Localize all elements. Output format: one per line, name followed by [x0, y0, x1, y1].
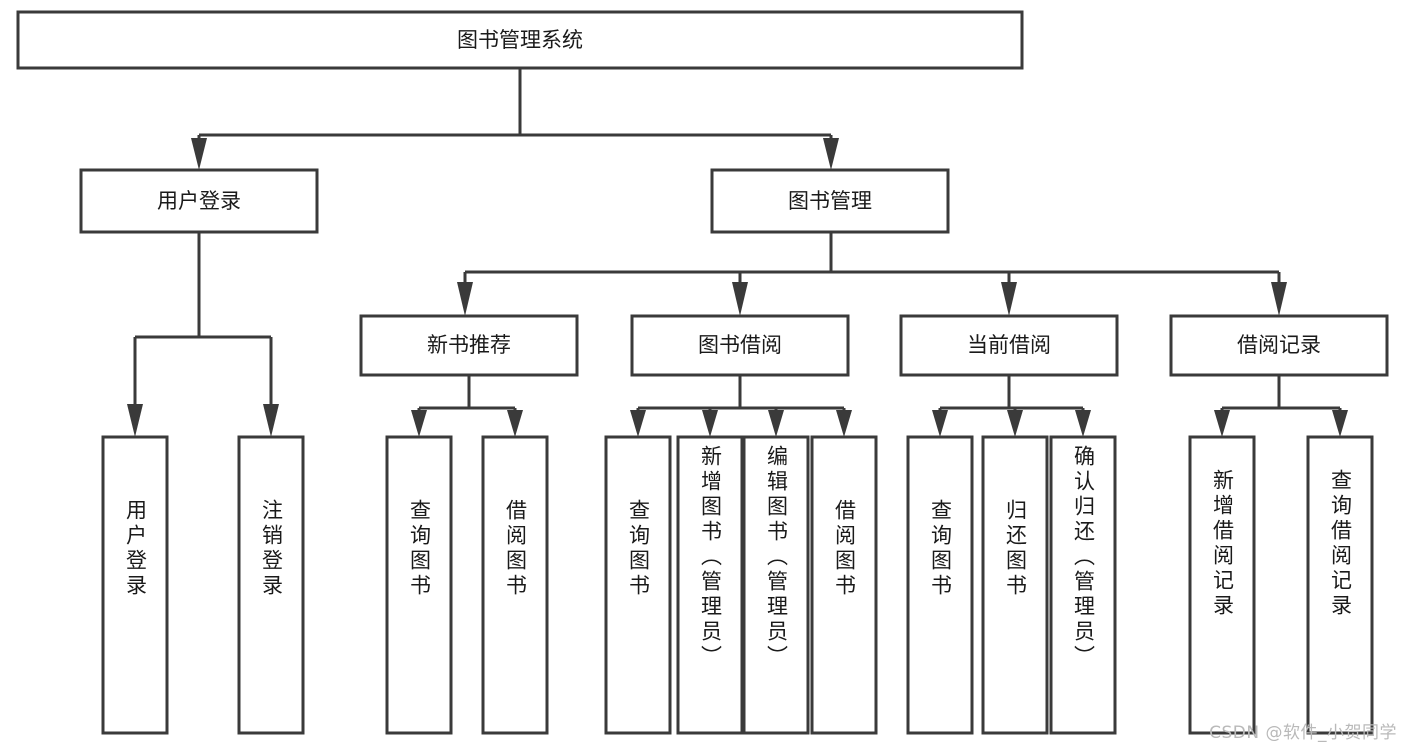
leaf-node-boxes	[101, 435, 1374, 735]
leaf-box-user-login[interactable]	[101, 435, 169, 735]
node-current-borrow-box[interactable]	[899, 314, 1119, 377]
leaf-box-bb-borrow-book[interactable]	[810, 435, 878, 735]
arrow-head-bb-edit-book	[768, 410, 784, 437]
node-borrow-record-label: 借阅记录	[1237, 333, 1321, 357]
connector-group-user-login	[127, 232, 279, 437]
node-user-login-box[interactable]	[79, 168, 319, 234]
connector-group-borrow-record	[1214, 375, 1348, 437]
arrow-head-current-borrow	[1001, 282, 1017, 316]
leaf-box-br-add-record[interactable]	[1188, 435, 1256, 735]
node-user-login-label: 用户登录	[157, 189, 241, 213]
node-book-borrow-label: 图书借阅	[698, 333, 782, 357]
node-root-system-label: 图书管理系统	[457, 28, 583, 52]
node-book-borrow[interactable]: 图书借阅	[630, 314, 850, 377]
connector-group-new-book-recommend	[411, 375, 523, 437]
leaf-box-logout[interactable]	[237, 435, 305, 735]
csdn-watermark: CSDN @软件_小贺同学	[1209, 723, 1397, 743]
arrow-head-br-add-record	[1214, 410, 1230, 437]
node-borrow-record-box[interactable]	[1169, 314, 1389, 377]
arrow-head-user-login	[191, 138, 207, 170]
connector-group-book-borrow	[630, 375, 852, 437]
node-book-borrow-box[interactable]	[630, 314, 850, 377]
node-current-borrow[interactable]: 当前借阅	[899, 314, 1119, 377]
arrow-head-new-book-recommend	[457, 282, 473, 316]
arrow-head-br-query-record	[1332, 410, 1348, 437]
connector-group-current-borrow	[932, 375, 1091, 437]
node-root-system[interactable]: 图书管理系统	[16, 10, 1024, 70]
leaf-box-bb-query-book[interactable]	[604, 435, 672, 735]
leaf-box-cb-query-book[interactable]	[906, 435, 974, 735]
leaf-box-bb-add-book[interactable]	[676, 435, 744, 735]
arrow-head-bb-borrow-book	[836, 410, 852, 437]
arrow-head-leaf-logout	[263, 404, 279, 437]
arrow-head-cb-query-book	[932, 410, 948, 437]
arrow-head-bb-add-book	[702, 410, 718, 437]
node-new-book-recommend[interactable]: 新书推荐	[359, 314, 579, 377]
arrow-head-nbr-query-book	[411, 410, 427, 437]
arrow-head-leaf-user-login	[127, 404, 143, 437]
node-root-system-box[interactable]	[16, 10, 1024, 70]
arrow-head-book-borrow	[732, 282, 748, 316]
node-new-book-recommend-box[interactable]	[359, 314, 579, 377]
node-borrow-record[interactable]: 借阅记录	[1169, 314, 1389, 377]
leaf-box-nbr-borrow-book[interactable]	[481, 435, 549, 735]
node-new-book-recommend-label: 新书推荐	[427, 333, 511, 357]
node-book-management[interactable]: 图书管理	[710, 168, 950, 234]
node-book-management-label: 图书管理	[788, 189, 872, 213]
arrow-head-book-manage	[823, 138, 839, 170]
arrow-head-cb-confirm-return	[1075, 410, 1091, 437]
arrow-head-borrow-record	[1271, 282, 1287, 316]
leaf-box-bb-edit-book[interactable]	[742, 435, 810, 735]
node-user-login[interactable]: 用户登录	[79, 168, 319, 234]
arrow-head-bb-query-book	[630, 410, 646, 437]
node-current-borrow-label: 当前借阅	[967, 333, 1051, 357]
connector-group-root	[191, 68, 839, 170]
node-book-management-box[interactable]	[710, 168, 950, 234]
arrow-head-cb-return-book	[1007, 410, 1023, 437]
leaf-box-br-query-record[interactable]	[1306, 435, 1374, 735]
leaf-box-cb-confirm-return[interactable]	[1049, 435, 1117, 735]
leaf-box-nbr-query-book[interactable]	[385, 435, 453, 735]
connector-group-book-manage	[457, 232, 1287, 316]
arrow-head-nbr-borrow-book	[507, 410, 523, 437]
leaf-box-cb-return-book[interactable]	[981, 435, 1049, 735]
